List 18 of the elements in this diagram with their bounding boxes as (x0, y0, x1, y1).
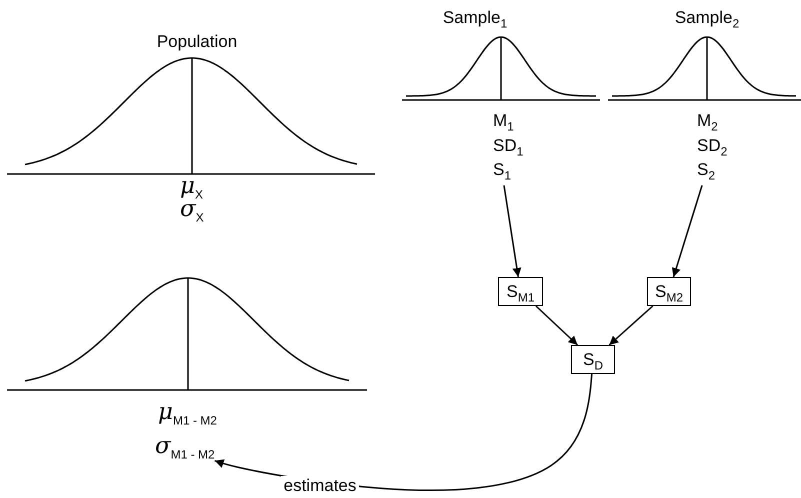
statistic-box: S$_{M1}$ (498, 277, 543, 306)
arrow (608, 305, 654, 346)
statistic-label: SD$_{2}$ (697, 136, 728, 160)
curve-title: Sample$_{2}$ (674, 8, 740, 32)
arrow (535, 305, 578, 346)
statistic-label: M$_{1}$ (493, 111, 514, 136)
statistic-label: S$_{2}$ (697, 160, 716, 186)
parameter-symbol: σ$_{M1 - M2}$ (155, 436, 215, 465)
curve-title: Population (156, 32, 238, 52)
statistic-label: SD$_{1}$ (493, 136, 524, 160)
statistic-label: S$_{1}$ (493, 160, 512, 186)
statistic-label: M$_{2}$ (697, 111, 718, 136)
curve-title: Sample$_{1}$ (442, 8, 508, 32)
parameter-symbol: μ$_{M1 - M2}$ (158, 402, 217, 430)
statistic-box: S$_{M2}$ (647, 277, 691, 306)
statistic-box: S$_{D}$ (571, 345, 615, 374)
arrow (503, 185, 522, 278)
arrow (672, 185, 703, 278)
